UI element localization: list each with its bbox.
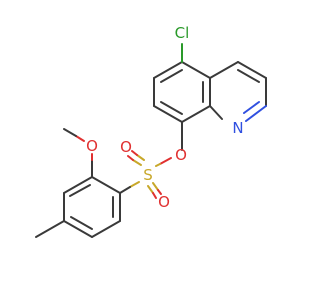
bond (127, 155, 134, 161)
bond (237, 61, 267, 79)
ester-oxygen-label: O (175, 146, 187, 164)
bond (155, 163, 161, 167)
bond (136, 154, 145, 161)
bond (243, 101, 260, 114)
methyl-bond (35, 220, 65, 238)
bond (91, 176, 121, 194)
sulfonyl-oxygen-label: O (120, 138, 132, 156)
bond (152, 192, 157, 199)
molecule-structure: Cl N O S O O O (35, 24, 267, 238)
sulfonyl-oxygen-label: O (158, 193, 170, 211)
bond (63, 176, 93, 194)
quinoline-pyridine-ring (209, 61, 267, 122)
bond (209, 61, 239, 79)
sulfur-label: S (143, 166, 153, 184)
nitrogen-label: N (232, 119, 243, 137)
toluene-ring (63, 176, 121, 238)
quinoline-benzo-ring (153, 61, 211, 123)
methoxy-oxygen-label: O (86, 137, 98, 155)
bond (131, 150, 138, 156)
bond (245, 105, 267, 122)
bond (153, 105, 183, 123)
bond (181, 61, 211, 79)
bond (75, 135, 85, 142)
bond (159, 157, 172, 165)
bond (153, 61, 183, 79)
bond (132, 159, 142, 166)
bond (160, 101, 183, 115)
bond (209, 105, 223, 120)
methoxy-methyl-bond (63, 128, 77, 137)
chlorine-label: Cl (175, 24, 190, 42)
bond (237, 69, 260, 83)
bond (160, 69, 183, 83)
bond (152, 182, 159, 191)
bond (70, 216, 93, 230)
bond (63, 220, 93, 238)
bond (147, 185, 154, 194)
bond (69, 184, 91, 197)
bond (129, 181, 140, 188)
bond (119, 186, 131, 194)
bond (91, 220, 121, 238)
bond (181, 105, 211, 123)
bond (157, 189, 162, 195)
